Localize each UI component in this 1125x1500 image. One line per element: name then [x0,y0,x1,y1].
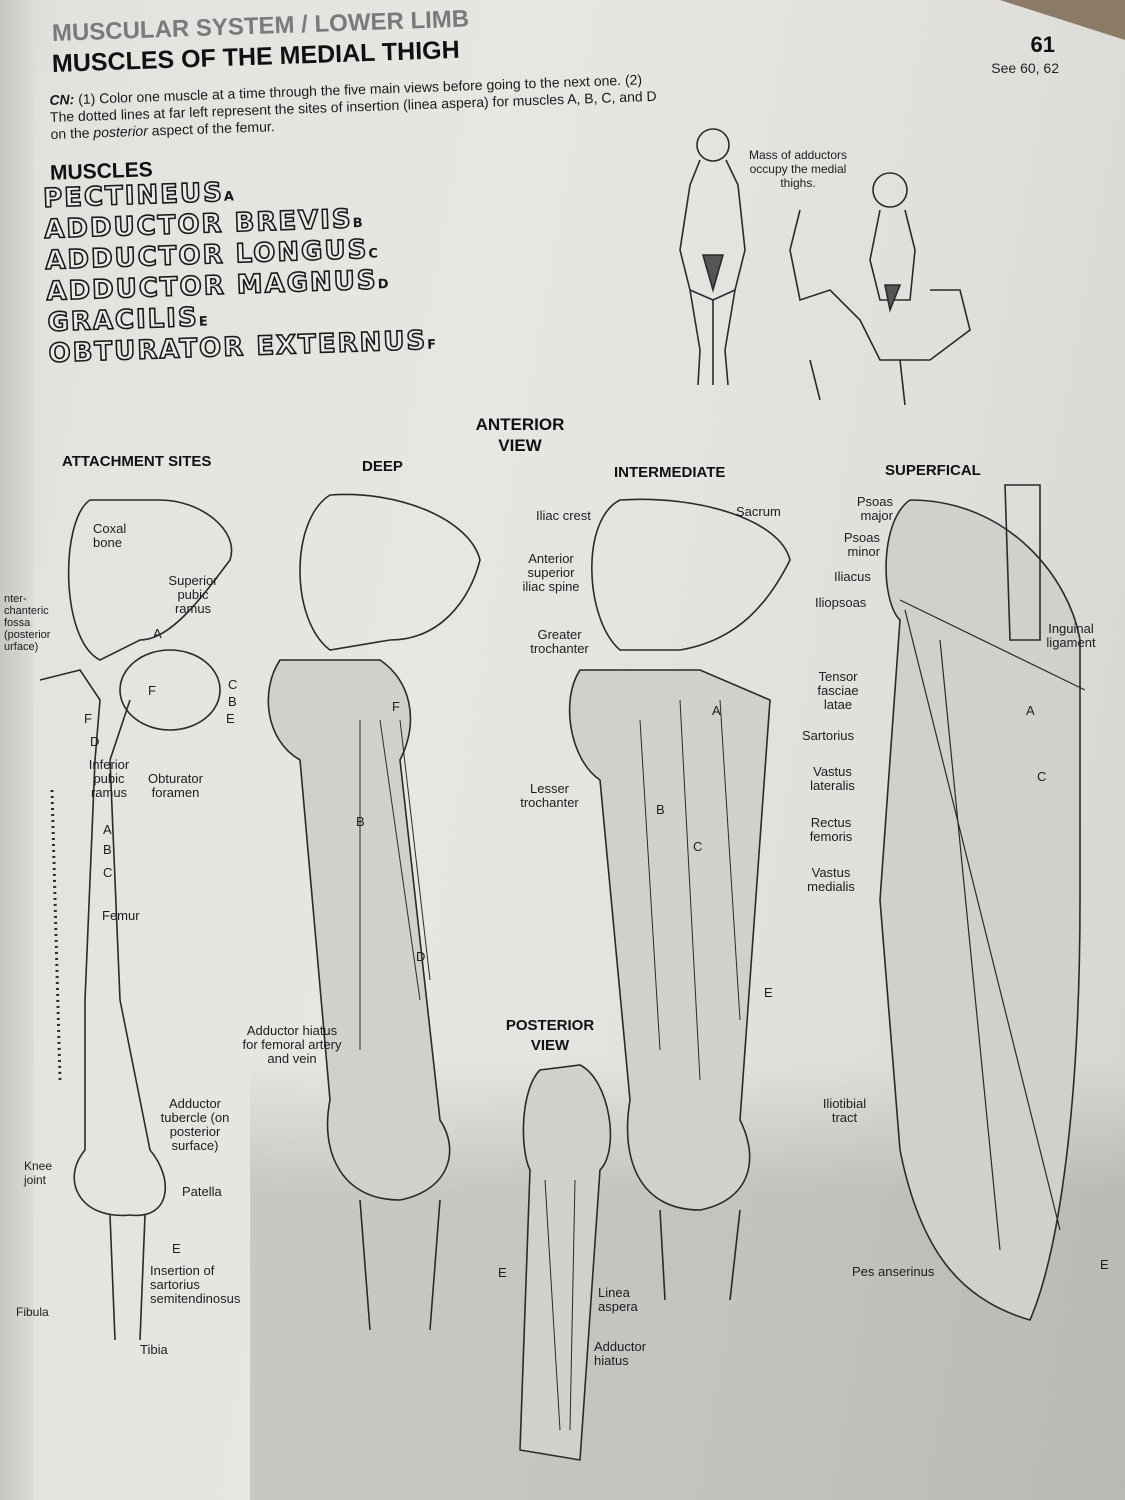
letter-b: B [656,802,665,817]
label-tibia: Tibia [140,1342,168,1357]
see-also: See 60, 62 [991,60,1059,76]
label-obturator-foramen: Obturator foramen [148,771,203,800]
label-adductor-hiatus-posterior: Adductor hiatus [594,1339,647,1368]
label-vastus-medialis: Vastus medialis [807,865,855,894]
label-femur: Femur [102,908,140,923]
label-iliac-crest: Iliac crest [536,508,591,523]
label-sacrum: Sacrum [736,504,781,519]
intermediate-view-illustration [568,498,791,1301]
label-adductor-hiatus-deep: Adductor hiatus for femoral artery and v… [242,1023,342,1066]
label-greater-trochanter: Greater trochanter [530,627,589,656]
view-superficial: SUPERFICAL [885,462,981,479]
horse-rider-illustration [789,172,971,406]
label-insertion-sartorius: Insertion of sartorius semitendinosus [150,1263,241,1306]
figure-note: Mass of adductors occupy the medial thig… [748,148,848,190]
letter-d: D [90,734,100,749]
letter-e: E [764,985,773,1000]
view-anterior: ANTERIOR VIEW [475,415,565,455]
label-superior-pubic-ramus: Superior pubic ramus [168,573,218,616]
letter-a: A [103,822,112,837]
label-asis: Anterior superior iliac spine [522,551,580,594]
deep-view-illustration [267,493,481,1331]
letter-a: A [1026,703,1035,718]
standing-figure-illustration [679,128,746,386]
attachment-bone-illustration [39,499,233,1341]
letter-b: B [356,814,365,829]
label-psoas-major: Psoas major [856,494,893,523]
label-rectus-femoris: Rectus femoris [809,815,853,844]
letter-c: C [103,865,113,880]
label-linea-aspera: Linea aspera [598,1285,638,1314]
view-intermediate: INTERMEDIATE [614,464,726,481]
label-pes-anserinus: Pes anserinus [852,1264,935,1279]
label-inguinal-ligament: Inguinal ligament [1046,621,1096,650]
label-fibula: Fibula [16,1305,49,1319]
letter-c: C [228,677,238,692]
letter-a: A [712,703,721,718]
letter-e: E [1100,1257,1109,1272]
label-vastus-lateralis: Vastus lateralis [810,764,855,793]
label-lesser-trochanter: Lesser trochanter [520,781,579,810]
label-intertrochanteric-fossa: nter- chanteric fossa (posterior urface) [4,593,51,653]
letter-c: C [1037,769,1047,784]
label-inferior-pubic-ramus: Inferior pubic ramus [88,757,130,800]
label-iliotibial-tract: Iliotibial tract [822,1096,867,1125]
label-patella: Patella [182,1184,222,1199]
view-deep: DEEP [362,458,403,475]
label-tensor-fasciae-latae: Tensor fasciae latae [817,669,859,712]
label-sartorius: Sartorius [802,728,855,743]
letter-e: E [498,1265,507,1280]
previous-page-edge [0,0,34,1500]
letter-b: B [228,694,237,709]
superficial-view-illustration [879,484,1086,1321]
letter-f: F [84,711,92,726]
letter-e: E [172,1241,181,1256]
letter-c: C [693,839,703,854]
letter-d: D [416,949,426,964]
view-attachment-sites: ATTACHMENT SITES [62,453,212,470]
label-adductor-tubercle: Adductor tubercle (on posterior surface) [160,1096,230,1153]
label-coxal-bone: Coxal bone [93,521,127,550]
letter-f: F [392,699,400,714]
label-iliacus: Iliacus [834,569,871,584]
letter-a: A [153,626,162,641]
view-posterior: POSTERIOR VIEW [505,1017,595,1054]
label-knee-joint: Knee joint [24,1159,53,1187]
posterior-view-illustration [519,1064,612,1461]
label-psoas-minor: Psoas minor [843,530,880,559]
label-iliopsoas: Iliopsoas [815,595,867,610]
page-number: 61 [1030,32,1055,57]
letter-e: E [226,711,235,726]
letter-f: F [148,683,156,698]
letter-b: B [103,842,112,857]
